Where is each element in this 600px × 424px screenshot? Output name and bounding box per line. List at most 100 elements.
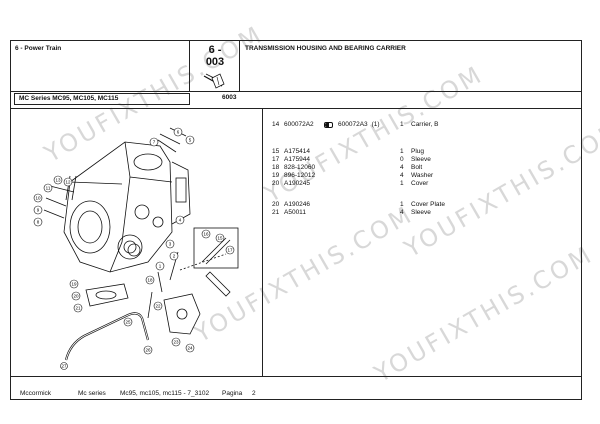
footer-brand: Mccormick xyxy=(20,390,52,397)
alternate-part: 600072A3 (1) xyxy=(324,121,380,128)
item-number: 14 xyxy=(272,121,280,128)
callout-9: 9 xyxy=(33,205,43,215)
callout-10: 10 xyxy=(33,193,43,203)
callout-18: 18 xyxy=(145,275,155,285)
item-number: 17 xyxy=(272,156,280,163)
callout-26-label: 26 xyxy=(145,348,151,353)
callout-8: 8 xyxy=(33,217,43,227)
callout-20: 20 xyxy=(71,291,81,301)
callout-3: 3 xyxy=(165,239,175,249)
item-number: 20 xyxy=(272,180,280,187)
cover-plate xyxy=(85,283,129,307)
footer-page-number: 2 xyxy=(252,390,256,397)
alternate-part-icon xyxy=(324,121,333,128)
description: Washer xyxy=(411,172,434,179)
section-cell: 6 - Power Train xyxy=(10,40,190,92)
quantity: 1 xyxy=(400,121,404,128)
item-number: 15 xyxy=(272,148,280,155)
part-number: A175944 xyxy=(284,156,311,163)
callout-12: 12 xyxy=(63,177,73,187)
callout-1: 1 xyxy=(155,261,165,271)
callout-23-label: 23 xyxy=(173,340,179,345)
page-frame xyxy=(10,40,582,400)
callout-16-label: 16 xyxy=(203,232,209,237)
callout-15: 15 xyxy=(215,233,225,243)
column-divider xyxy=(262,108,263,376)
callout-24: 24 xyxy=(185,343,195,353)
quantity: 1 xyxy=(400,180,404,187)
part-number: A190245 xyxy=(284,180,311,187)
callout-25-label: 25 xyxy=(125,320,131,325)
callout-5: 5 xyxy=(185,135,195,145)
callout-8-label: 8 xyxy=(37,220,40,225)
callout-13-label: 13 xyxy=(55,178,61,183)
item-number: 21 xyxy=(272,209,280,216)
callout-15-label: 15 xyxy=(217,236,223,241)
callout-23: 23 xyxy=(171,337,181,347)
callout-26: 26 xyxy=(143,345,153,355)
ref-number: 6003 xyxy=(222,94,237,101)
description: Bolt xyxy=(411,164,423,171)
callout-24-label: 24 xyxy=(187,346,193,351)
table-row: 17 A175944 0 Sleeve xyxy=(272,156,572,165)
footer-models: Mc95, mc105, mc115 - 7_3102 xyxy=(120,390,210,397)
callout-12-label: 12 xyxy=(65,180,71,185)
part-number: A190246 xyxy=(284,201,311,208)
callout-3-label: 3 xyxy=(169,242,172,247)
description: Cover Plate xyxy=(411,201,445,208)
callout-21: 21 xyxy=(73,303,83,313)
quantity: 4 xyxy=(400,172,404,179)
callout-27: 27 xyxy=(60,362,68,370)
callout-20-label: 20 xyxy=(73,294,79,299)
callout-22: 22 xyxy=(153,301,163,311)
callout-7: 7 xyxy=(149,137,159,147)
part-number: 828-12060 xyxy=(284,164,316,171)
callout-2-label: 2 xyxy=(173,254,176,259)
table-row: 20 A190246 1 Cover Plate xyxy=(272,201,572,210)
callout-11: 11 xyxy=(43,183,53,193)
section-title: 6 - Power Train xyxy=(15,45,62,52)
hose-pipe xyxy=(64,312,150,361)
quantity: 4 xyxy=(400,209,404,216)
callout-4-label: 4 xyxy=(179,218,182,223)
description: Sleeve xyxy=(411,209,431,216)
page-code: 6 - 003 xyxy=(205,44,225,68)
callout-1-label: 1 xyxy=(159,264,162,269)
callout-16: 16 xyxy=(201,229,211,239)
footer-divider xyxy=(10,376,582,377)
table-row: 19 896-12012 4 Washer xyxy=(272,172,572,181)
footer-series: Mc series xyxy=(78,390,106,397)
table-row: 18 828-12060 4 Bolt xyxy=(272,164,572,173)
series-label: MC Series MC95, MC105, MC115 xyxy=(19,95,119,102)
description: Sleeve xyxy=(411,156,431,163)
callout-18-label: 18 xyxy=(147,278,153,283)
callout-10-label: 10 xyxy=(35,196,41,201)
bearing-carrier-bracket xyxy=(163,293,201,335)
callout-7-label: 7 xyxy=(153,140,156,145)
callout-17: 17 xyxy=(225,245,235,255)
quantity: 0 xyxy=(400,156,404,163)
transmission-housing xyxy=(63,141,173,273)
part-number: A50011 xyxy=(284,209,306,216)
page-code-cell: 6 - 003 xyxy=(190,40,240,92)
item-number: 20 xyxy=(272,201,280,208)
callout-11-label: 11 xyxy=(46,186,51,191)
alternate-part-note: (1) xyxy=(371,121,380,128)
part-number: A175414 xyxy=(284,148,311,155)
callout-6: 6 xyxy=(173,127,183,137)
callout-27-label: 27 xyxy=(61,364,67,369)
quantity: 4 xyxy=(400,164,404,171)
description: Plug xyxy=(411,148,425,155)
table-row: 20 A190245 1 Cover xyxy=(272,180,572,189)
description: Cover xyxy=(411,180,429,187)
callout-2: 2 xyxy=(169,251,179,261)
table-row: 15 A175414 1 Plug xyxy=(272,148,572,157)
item-number: 19 xyxy=(272,172,280,179)
callout-21-label: 21 xyxy=(75,306,81,311)
quantity: 1 xyxy=(400,148,404,155)
table-row: 21 A50011 4 Sleeve xyxy=(272,209,572,218)
footer-page-label: Pagina xyxy=(222,390,243,397)
callout-22-label: 22 xyxy=(155,304,161,309)
part-number: 896-12012 xyxy=(284,172,316,179)
table-row: 14 600072A2 600072A3 (1) 1 Carrier, B xyxy=(272,121,572,130)
